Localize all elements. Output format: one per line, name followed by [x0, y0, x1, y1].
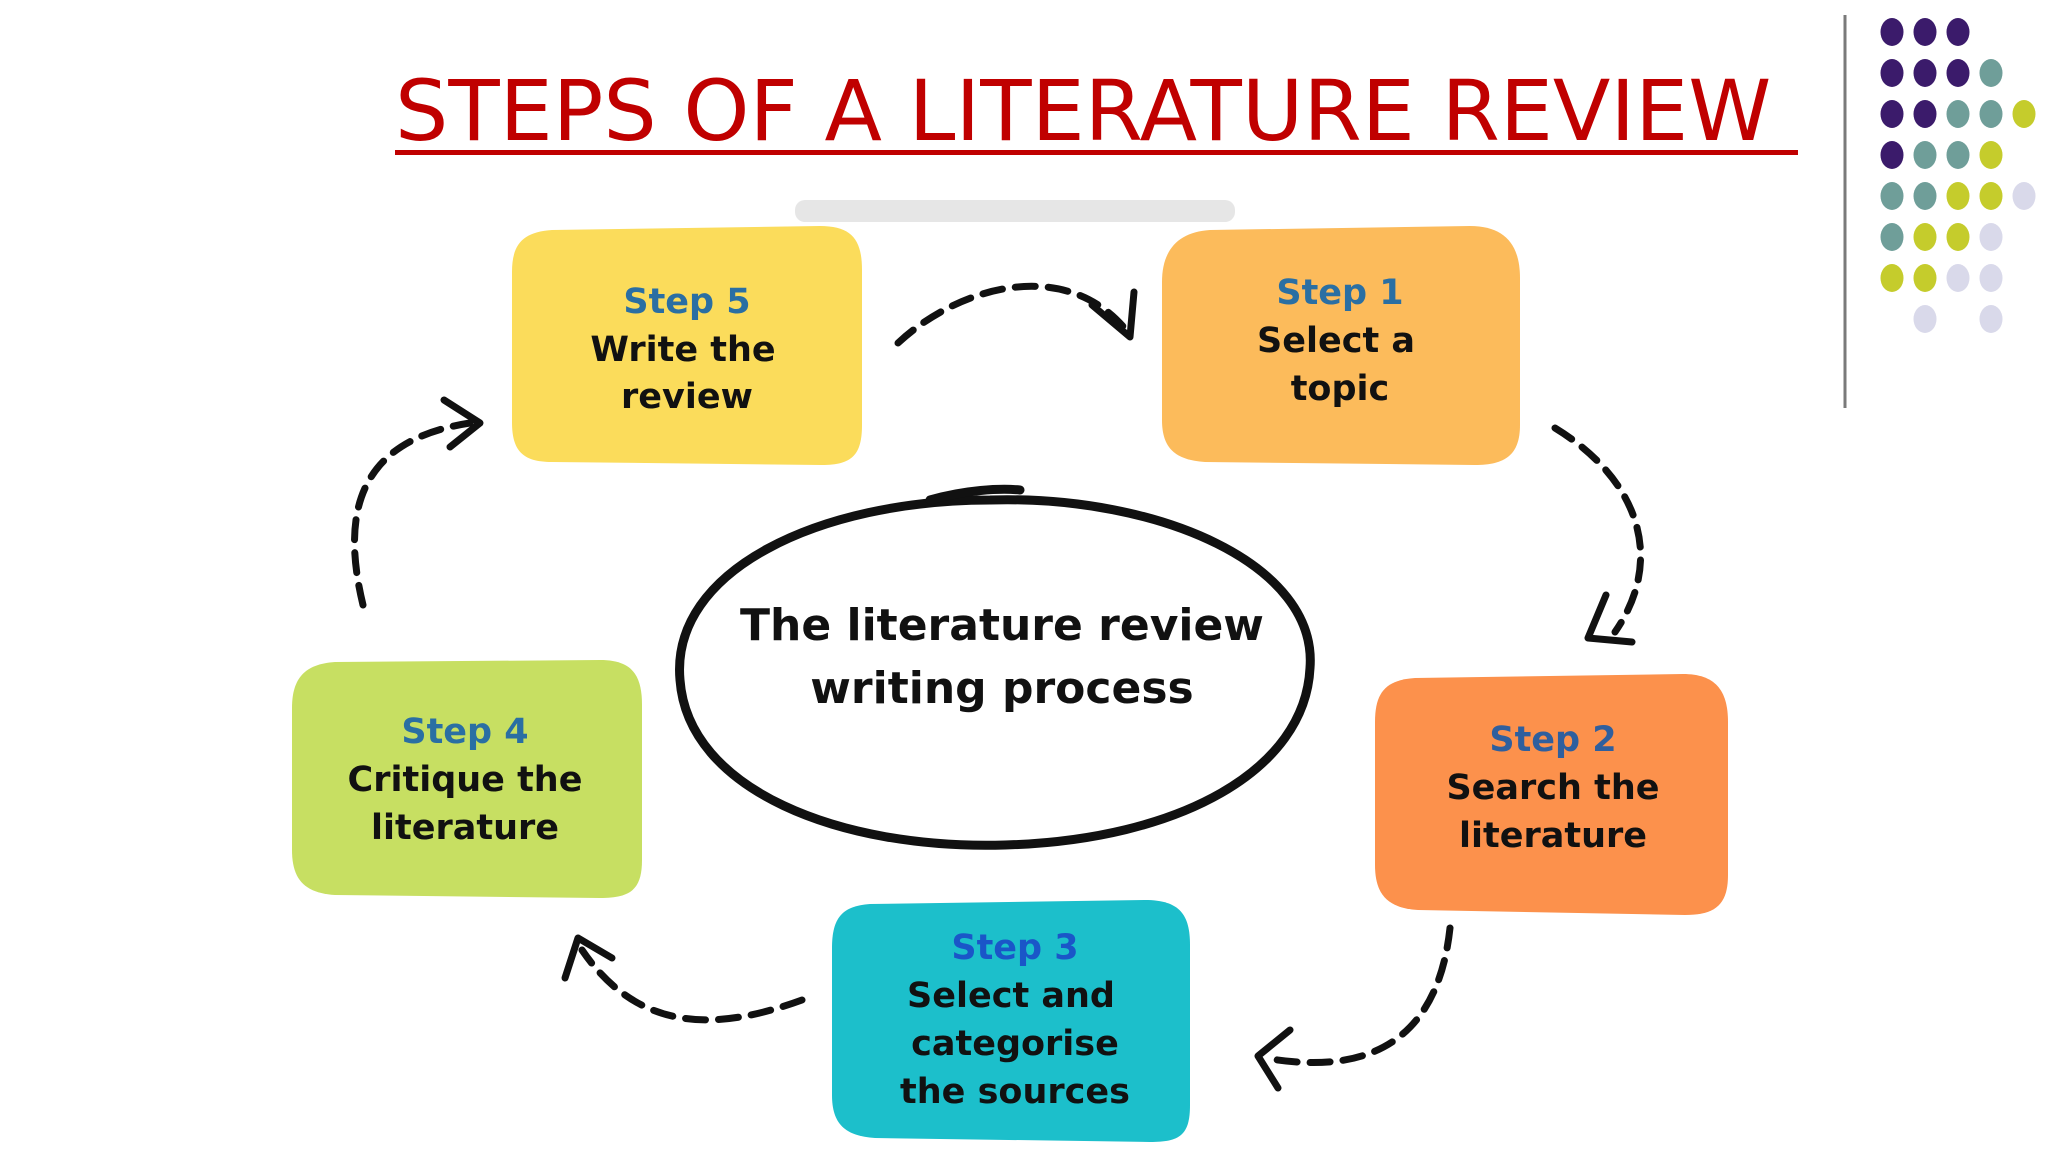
arrow-step3-to-step4: [561, 934, 806, 1024]
decorative-dot: [1913, 141, 1937, 169]
decorative-dot: [1946, 100, 1970, 128]
arrow-step1-to-step2: [1551, 424, 1645, 646]
decorative-dot: [1913, 305, 1937, 333]
decorative-dot: [1946, 223, 1970, 251]
step-3-label: Step 3: [951, 928, 1078, 968]
grey-strip: [795, 200, 1235, 222]
step-2-box-shape: [1375, 674, 1728, 915]
step-2-label: Step 2: [1489, 720, 1616, 760]
decorative-dot: [1979, 223, 2003, 251]
arrow-step4-to-step5: [351, 396, 484, 609]
step-4-text-line2: literature: [371, 808, 559, 848]
decorative-dot: [1913, 264, 1937, 292]
decorative-dot: [1979, 141, 2003, 169]
step-4-box-shape: [292, 660, 642, 898]
decorative-dot: [1913, 100, 1937, 128]
step-2-text-line1: Search the: [1446, 768, 1659, 808]
decorative-dot: [1880, 18, 1904, 46]
arrow-step2-to-step3: [1254, 924, 1454, 1092]
decorative-dot: [1979, 182, 2003, 210]
decorative-dot: [1979, 100, 2003, 128]
center-title-line1: The literature review: [740, 600, 1264, 651]
decorative-dot: [1979, 264, 2003, 292]
decorative-dot: [1880, 59, 1904, 87]
step-1-label: Step 1: [1276, 273, 1403, 313]
arrow-step5-to-step1: [894, 282, 1138, 347]
step-4-label: Step 4: [401, 712, 528, 752]
decorative-dot: [1946, 18, 1970, 46]
step-5-text-line2: review: [621, 377, 753, 417]
decorative-dot: [1880, 264, 1904, 292]
decorative-dot: [1913, 59, 1937, 87]
step-3-box-shape: [832, 900, 1190, 1142]
step-1-text-line1: Select a: [1257, 321, 1415, 361]
decorative-dot: [1946, 182, 1970, 210]
step-1-box-shape: [1162, 226, 1520, 465]
step-2-text-line2: literature: [1459, 816, 1647, 856]
decorative-dot: [1913, 182, 1937, 210]
step-3-text-line3: the sources: [900, 1072, 1130, 1112]
step-5-box-shape: [512, 226, 862, 465]
step-1-text-line2: topic: [1291, 369, 1390, 409]
step-5-label: Step 5: [623, 282, 750, 322]
decorative-dot: [1880, 100, 1904, 128]
step-3-text-line2: categorise: [911, 1024, 1119, 1064]
decorative-dot: [1880, 141, 1904, 169]
decorative-dot: [1946, 264, 1970, 292]
decorative-dot: [1880, 182, 1904, 210]
decorative-dot: [1880, 223, 1904, 251]
decorative-dot: [2012, 182, 2036, 210]
step-3-box: Step 3 Select and categorise the sources: [832, 900, 1190, 1142]
decorative-dot: [1979, 305, 2003, 333]
center-title-line2: writing process: [810, 663, 1193, 714]
decorative-dot-grid: [1880, 18, 2036, 333]
step-5-box: Step 5 Write the review: [512, 226, 862, 465]
step-3-text-line1: Select and: [907, 976, 1115, 1016]
decorative-dot: [1913, 18, 1937, 46]
decorative-dot: [1913, 223, 1937, 251]
step-2-box: Step 2 Search the literature: [1375, 674, 1728, 915]
step-4-text-line1: Critique the: [348, 760, 583, 800]
decorative-dot: [1946, 59, 1970, 87]
center-ellipse: The literature review writing process: [675, 484, 1315, 850]
slide-title: STEPS OF A LITERATURE REVIEW: [395, 62, 1798, 160]
step-5-text-line1: Write the: [590, 330, 775, 370]
step-1-box: Step 1 Select a topic: [1162, 226, 1520, 465]
decorative-dot: [1946, 141, 1970, 169]
decorative-dot: [1979, 59, 2003, 87]
decorative-dot: [2012, 100, 2036, 128]
step-4-box: Step 4 Critique the literature: [292, 660, 642, 898]
